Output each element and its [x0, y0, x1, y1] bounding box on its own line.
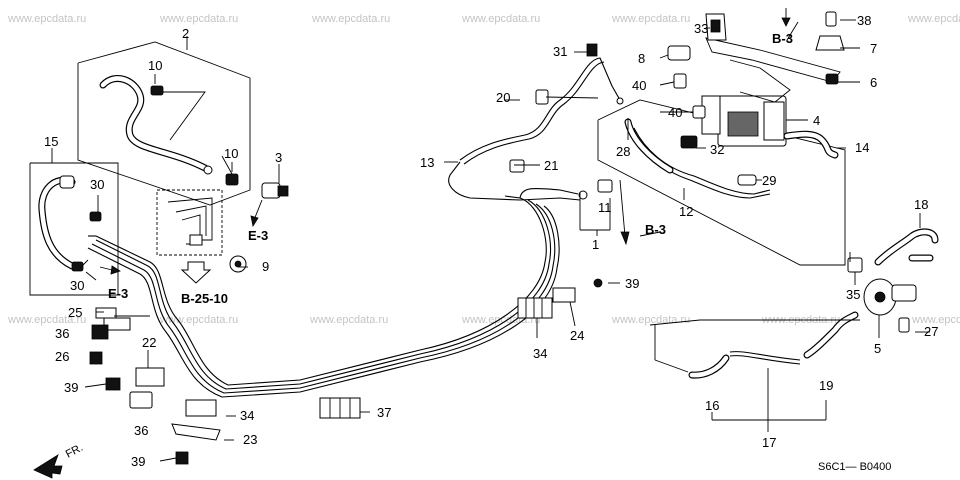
bracket-24 — [552, 287, 576, 303]
callout-34b: 34 — [240, 408, 254, 423]
callout-18: 18 — [914, 197, 928, 212]
watermarks: www.epcdata.ru www.epcdata.ru www.epcdat… — [7, 13, 960, 326]
callout-26a: 26 — [55, 349, 69, 364]
watermark: www.epcdata.ru — [159, 13, 238, 25]
reference-arrows — [33, 8, 791, 479]
callout-25: 25 — [68, 305, 82, 320]
callout-19: 19 — [819, 378, 833, 393]
callout-1: 1 — [592, 237, 599, 252]
small-parts — [89, 43, 613, 465]
ref-e3-lower: E-3 — [108, 286, 128, 301]
ref-b2510: B-25-10 — [181, 291, 228, 306]
callout-36a: 36 — [55, 326, 69, 341]
ref-e3-upper: E-3 — [248, 228, 268, 243]
callout-2: 2 — [182, 26, 189, 41]
callout-34a: 34 — [533, 346, 547, 361]
callout-15: 15 — [44, 134, 58, 149]
callout-27: 27 — [924, 324, 938, 339]
callout-31: 31 — [553, 44, 567, 59]
group-frame-15 — [29, 162, 119, 296]
callout-5: 5 — [874, 341, 881, 356]
clamp-34b — [185, 399, 217, 417]
right-hoses — [649, 228, 939, 432]
callout-8: 8 — [638, 51, 645, 66]
callout-40b: 40 — [668, 105, 682, 120]
callout-13: 13 — [420, 155, 434, 170]
callout-39b: 39 — [64, 380, 78, 395]
callout-40a: 40 — [632, 78, 646, 93]
callout-29: 29 — [762, 173, 776, 188]
detail-box-b2510 — [156, 189, 223, 284]
group-frame-2 — [77, 41, 251, 206]
hose-group-2 — [77, 36, 251, 206]
front-arrow-icon — [33, 454, 63, 479]
callout-10b: 10 — [224, 146, 238, 161]
callout-17: 17 — [762, 435, 776, 450]
watermark: www.epcdata.ru — [309, 314, 388, 326]
watermark: www.epcdata.ru — [159, 314, 238, 326]
watermark: www.epcdata.ru — [311, 13, 390, 25]
callout-16: 16 — [705, 398, 719, 413]
reference-labels: E-3 E-3 B-3 B-3 B-25-10 — [108, 31, 793, 306]
arrow-down-icon — [250, 215, 259, 228]
arrow-down-icon — [620, 231, 630, 246]
abs-modulator — [597, 11, 846, 266]
callout-10a: 10 — [148, 58, 162, 73]
grommet-7 — [815, 35, 845, 51]
callout-30a: 30 — [90, 177, 104, 192]
callout-37: 37 — [377, 405, 391, 420]
down-arrow-icon — [180, 261, 212, 284]
bracket-23 — [171, 423, 221, 441]
ref-b3-upper: B-3 — [772, 31, 793, 46]
callout-32: 32 — [710, 142, 724, 157]
watermark: www.epcdata.ru — [611, 314, 690, 326]
callout-3: 3 — [275, 150, 282, 165]
callout-39c: 39 — [131, 454, 145, 469]
bracket-22 — [135, 367, 165, 387]
watermark: www.epcdata.ru — [461, 13, 540, 25]
group-frame-12 — [597, 99, 846, 266]
watermark: www.epcdata.ru — [7, 13, 86, 25]
arrow-down-icon — [781, 17, 791, 27]
callout-4: 4 — [813, 113, 820, 128]
callout-6: 6 — [870, 75, 877, 90]
clip-3 — [261, 182, 281, 199]
arrow-right-icon — [110, 265, 121, 275]
callouts: 2 3 4 5 6 7 8 9 10 10 11 12 13 14 15 16 … — [44, 13, 938, 469]
ref-b3-lower: B-3 — [645, 222, 666, 237]
callout-7: 7 — [870, 41, 877, 56]
watermark: www.epcdata.ru — [907, 13, 960, 25]
callout-38: 38 — [857, 13, 871, 28]
callout-35: 35 — [846, 287, 860, 302]
callout-22: 22 — [142, 335, 156, 350]
callout-9: 9 — [262, 259, 269, 274]
callout-21: 21 — [544, 158, 558, 173]
leader-lines — [79, 19, 930, 462]
callout-36b: 36 — [134, 423, 148, 438]
callout-39a: 39 — [625, 276, 639, 291]
callout-28: 28 — [616, 144, 630, 159]
callout-20: 20 — [496, 90, 510, 105]
hose-group-15 — [29, 148, 119, 296]
callout-24: 24 — [570, 328, 584, 343]
watermark: www.epcdata.ru — [911, 314, 960, 326]
main-brake-lines — [87, 57, 624, 398]
callout-14: 14 — [855, 140, 869, 155]
catalog-code: S6C1— B0400 — [818, 461, 891, 473]
front-label: FR. — [64, 442, 85, 461]
callout-12: 12 — [679, 204, 693, 219]
callout-30b: 30 — [70, 278, 84, 293]
callout-11: 11 — [598, 200, 612, 215]
callout-23: 23 — [243, 432, 257, 447]
callout-33: 33 — [694, 21, 708, 36]
clamp-34a — [517, 297, 553, 319]
watermark: www.epcdata.ru — [611, 13, 690, 25]
watermark: www.epcdata.ru — [7, 314, 86, 326]
